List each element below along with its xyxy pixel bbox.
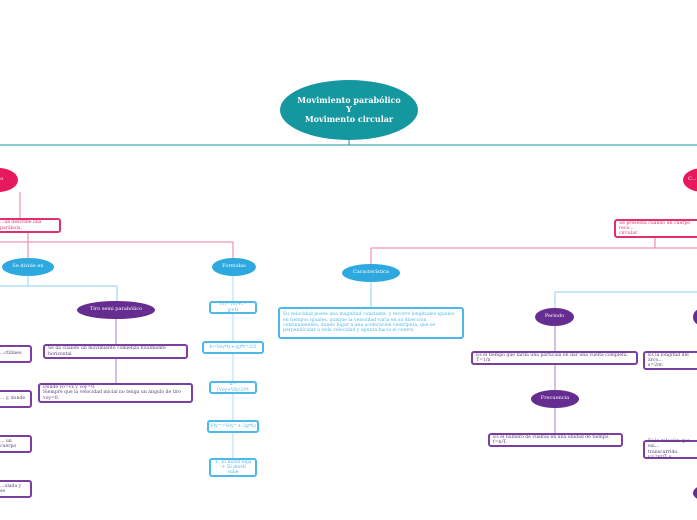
- left-cut-box[interactable]: ... y, donde: [0, 390, 32, 408]
- caracteristica-description-box[interactable]: Su velocidad posee una magnitud constant…: [278, 307, 464, 339]
- formula-box[interactable]: Vfy^=Voy^+-2g*h): [207, 420, 259, 433]
- circular-motion-node[interactable]: C...: [683, 168, 697, 192]
- right-cut-node[interactable]: [693, 308, 697, 326]
- central-topic[interactable]: Movimiento parabólico Y Movimento circul…: [280, 80, 418, 140]
- left-cut-box[interactable]: ... un cuerpo: [0, 435, 32, 453]
- arco-description-box[interactable]: Es la longitud del arco... s=2πr.: [643, 351, 697, 370]
- formulas-node[interactable]: Formulas: [212, 258, 256, 276]
- formula-box[interactable]: h=Voy*t(+-g)*t^2/2: [202, 341, 264, 354]
- right-cut-node[interactable]: [693, 486, 697, 500]
- se-divide-en-node[interactable]: Se divide en: [2, 258, 54, 276]
- velocidad-description-box[interactable]: Es la relación que exi... transcurrido. …: [643, 439, 697, 460]
- tiro-semi-parabolico-node[interactable]: Tiro semi parabólico: [77, 301, 155, 319]
- periodo-description-box[interactable]: Es el tiempo que tarda una partícula en …: [471, 351, 638, 365]
- frecuencia-node[interactable]: Frecuencia: [531, 390, 579, 408]
- tiro-semi-description-box[interactable]: Se da cuando un movimiento comienza tota…: [43, 344, 188, 359]
- formula-box[interactable]: +- El movil baja -+ El movil sube: [209, 458, 257, 477]
- formula-box[interactable]: h=(Voy+Vfy/2)*t: [209, 381, 257, 394]
- left-cut-box[interactable]: ...ctilíneo: [0, 345, 32, 363]
- circular-definition-box[interactable]: Se presenta cuando un cuerpo reco... cir…: [614, 219, 697, 238]
- parabolic-motion-node[interactable]: ...co: [0, 168, 18, 192]
- formula-box[interactable]: Vf)=Vo)+t*-g+t): [209, 301, 257, 314]
- left-cut-box[interactable]: ...ulada y se: [0, 480, 32, 498]
- periodo-node[interactable]: Periodo: [535, 308, 574, 326]
- tiro-semi-note-box[interactable]: Donde vo=vx y voy=0. Siempre que la velo…: [38, 383, 193, 403]
- frecuencia-description-box[interactable]: Es el número de vueltas en una unidad de…: [488, 433, 623, 447]
- parabolic-definition-box[interactable]: ...ue describe una parábola.: [0, 218, 61, 233]
- caracteristica-node[interactable]: Característica: [342, 264, 400, 282]
